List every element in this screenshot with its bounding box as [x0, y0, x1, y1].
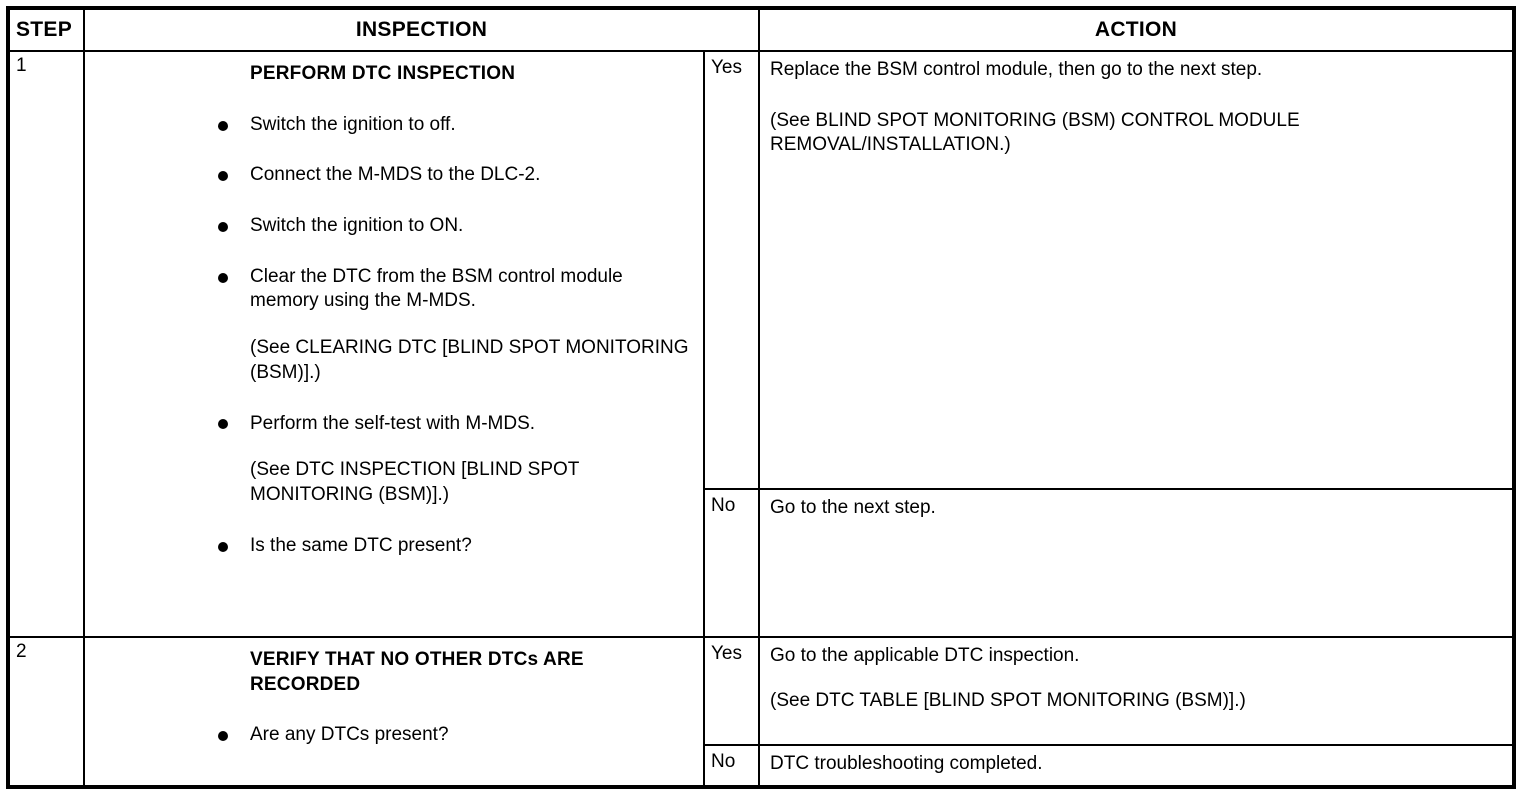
result-label-yes-step-2: Yes: [702, 636, 761, 746]
list-item: Switch the ignition to off.: [218, 113, 693, 138]
column-header-step: STEP: [7, 7, 85, 52]
list-item-label: Switch the ignition to ON.: [250, 215, 464, 237]
action-cross-reference: (See DTC TABLE [BLIND SPOT MONITORING (B…: [770, 689, 1246, 711]
inspection-cell-step-1: PERFORM DTC INSPECTION Switch the igniti…: [83, 50, 705, 638]
list-item: Perform the self-test with M-MDS.: [218, 412, 693, 437]
inspection-title: VERIFY THAT NO OTHER DTCs ARE RECORDED: [250, 649, 584, 695]
action-cell-yes-step-1: Replace the BSM control module, then go …: [758, 50, 1516, 490]
table-row: 2 VERIFY THAT NO OTHER DTCs ARE RECORDED…: [7, 636, 1516, 788]
result-label-yes-step-1: Yes: [702, 50, 761, 490]
step-number-1: 1: [7, 50, 85, 638]
list-item-label: Switch the ignition to off.: [250, 113, 456, 135]
action-text: Go to the applicable DTC inspection.: [770, 645, 1080, 666]
bullet-icon: [218, 419, 228, 430]
list-item-label: Is the same DTC present?: [250, 534, 472, 556]
list-item-note: (See DTC INSPECTION [BLIND SPOT MONITORI…: [218, 458, 693, 507]
table-row: No Go to the next step.: [8, 488, 1516, 638]
inspection-step-list: Switch the ignition to off. Connect the …: [95, 113, 693, 559]
inspection-title: PERFORM DTC INSPECTION: [250, 63, 516, 84]
action-cell-no-step-1: Go to the next step.: [758, 488, 1516, 638]
table-row: 1 PERFORM DTC INSPECTION Switch the igni…: [7, 50, 1516, 638]
action-text: DTC troubleshooting completed.: [770, 753, 1043, 774]
action-cell-no-step-2: DTC troubleshooting completed.: [758, 744, 1516, 788]
bullet-icon: [218, 272, 228, 283]
list-item-label: Perform the self-test with M-MDS.: [250, 412, 536, 434]
cross-reference-note: (See DTC INSPECTION [BLIND SPOT MONITORI…: [250, 459, 580, 505]
step-number-2: 2: [7, 636, 85, 788]
list-item-note: (See CLEARING DTC [BLIND SPOT MONITORING…: [218, 336, 693, 385]
list-item: Clear the DTC from the BSM control modul…: [218, 265, 693, 314]
action-text: Replace the BSM control module, then go …: [770, 59, 1263, 80]
list-item: Is the same DTC present?: [218, 534, 693, 559]
column-header-action: ACTION: [758, 7, 1516, 52]
list-item: Are any DTCs present?: [218, 723, 693, 748]
list-item-label: Connect the M-MDS to the DLC-2.: [250, 164, 541, 186]
column-header-inspection: INSPECTION: [82, 7, 761, 52]
inspection-step-list: Are any DTCs present?: [95, 723, 693, 748]
list-item-label: Clear the DTC from the BSM control modul…: [250, 265, 623, 312]
action-cell-yes-step-2: Go to the applicable DTC inspection. (Se…: [758, 636, 1516, 746]
table-header-row: STEP INSPECTION ACTION: [7, 7, 1516, 52]
list-item: Switch the ignition to ON.: [218, 214, 693, 239]
action-cross-reference: (See BLIND SPOT MONITORING (BSM) CONTROL…: [770, 109, 1300, 156]
action-text: Go to the next step.: [770, 497, 936, 518]
inspection-cell-step-2: VERIFY THAT NO OTHER DTCs ARE RECORDED A…: [83, 636, 705, 788]
bullet-icon: [218, 541, 228, 552]
list-item: Connect the M-MDS to the DLC-2.: [218, 163, 693, 188]
document-page: STEP INSPECTION ACTION 1 PERFORM DTC INS…: [6, 6, 1517, 789]
result-label-no-step-2: No: [702, 744, 761, 788]
bullet-icon: [218, 120, 228, 131]
dtc-troubleshooting-table: STEP INSPECTION ACTION 1 PERFORM DTC INS…: [6, 6, 1517, 789]
bullet-icon: [218, 222, 228, 233]
bullet-icon: [218, 731, 228, 742]
result-label-no-step-1: No: [702, 488, 761, 638]
bullet-icon: [218, 171, 228, 182]
cross-reference-note: (See CLEARING DTC [BLIND SPOT MONITORING…: [250, 337, 689, 383]
list-item-label: Are any DTCs present?: [250, 724, 449, 746]
